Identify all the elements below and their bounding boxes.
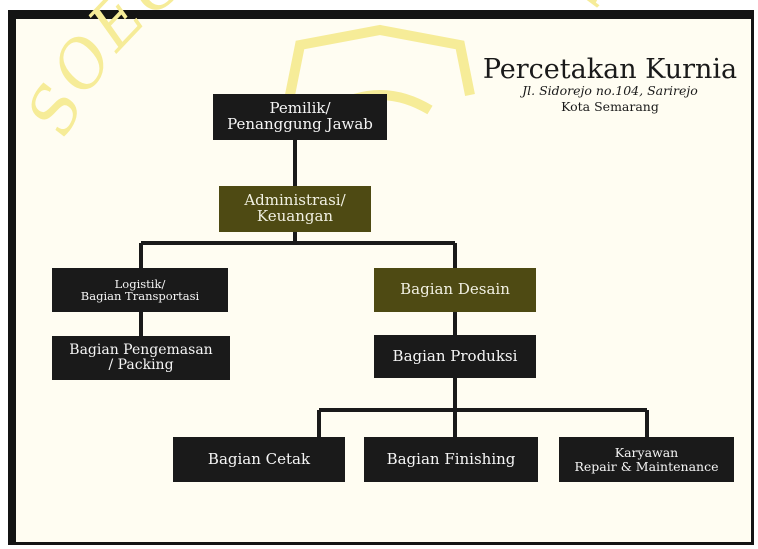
node-printing-label: Bagian Cetak	[207, 449, 311, 468]
node-admin-line2: Keuangan	[256, 207, 334, 225]
node-owner: Pemilik/ Penanggung Jawab	[213, 94, 387, 140]
node-owner-line1: Pemilik/	[269, 99, 331, 118]
node-admin-line1: Administrasi/	[244, 191, 346, 210]
node-printing: Bagian Cetak	[173, 437, 345, 482]
node-logistics-line1: Logistik/	[114, 276, 166, 291]
node-packing-line2: / Packing	[108, 357, 174, 373]
company-address-line1: Jl. Sidorejo no.104, Sarirejo	[522, 83, 698, 98]
node-finishing: Bagian Finishing	[364, 437, 538, 482]
node-maintenance-line2: Repair & Maintenance	[574, 458, 719, 474]
node-production-label: Bagian Produksi	[392, 346, 518, 365]
node-maintenance-line1: Karyawan	[614, 445, 679, 461]
node-logistics: Logistik/ Bagian Transportasi	[52, 268, 228, 312]
node-packing-line1: Bagian Pengemasan	[69, 342, 213, 359]
node-owner-line2: Penanggung Jawab	[227, 115, 373, 133]
company-name: Percetakan Kurnia	[482, 54, 738, 85]
node-design: Bagian Desain	[374, 268, 536, 312]
company-address-line2: Kota Semarang	[561, 99, 659, 114]
node-admin: Administrasi/ Keuangan	[219, 186, 371, 232]
node-production: Bagian Produksi	[374, 335, 536, 378]
node-maintenance: Karyawan Repair & Maintenance	[559, 437, 734, 482]
node-finishing-label: Bagian Finishing	[386, 449, 516, 468]
node-packing: Bagian Pengemasan / Packing	[52, 336, 230, 380]
node-design-label: Bagian Desain	[400, 280, 510, 299]
node-logistics-line2: Bagian Transportasi	[80, 289, 200, 303]
